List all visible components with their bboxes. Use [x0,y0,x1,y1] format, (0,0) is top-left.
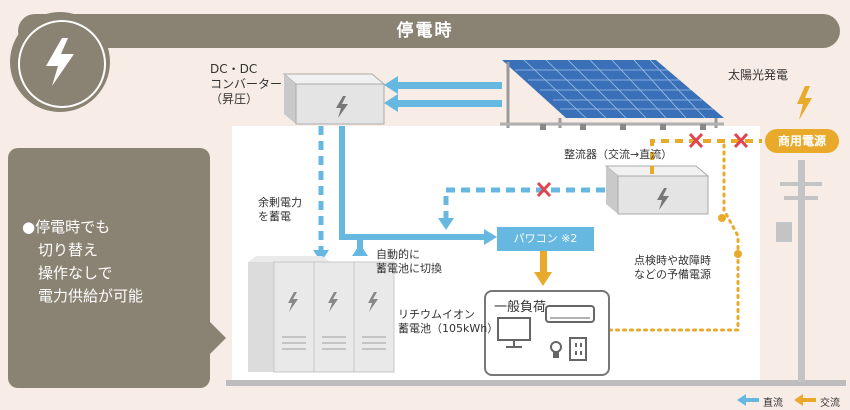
message-line: 操作なしで [38,264,113,282]
dcdc-label: DC・DC コンバーター （昇圧） [210,62,282,107]
solar-label: 太陽光発電 [728,68,789,82]
legend-ac-label: 交流 [820,398,840,409]
battery-label-line: 蓄電池（105kWh） [398,322,499,335]
auto-switch-label-line: 自動的に [376,248,420,261]
backup-label-line: 点検時や故障時 [634,254,711,267]
message-box [8,148,210,388]
load-appliances [497,305,595,361]
grid-power-badge: 商用電源 [765,129,839,153]
battery-label-line: リチウムイオン [398,308,475,321]
solar-to-converter-arrows [384,76,502,112]
ground-line [226,380,846,386]
dcdc-label-line: （昇圧） [210,92,259,106]
auto-switch-label: 自動的に 蓄電池に切換 [376,248,442,276]
load-box [484,290,610,376]
dcdc-label-line: コンバーター [210,77,283,91]
surplus-label-line: 余剰電力 [258,196,302,209]
battery-units [248,256,395,373]
message-line: ●停電時でも [22,218,111,236]
dcdc-label-line: DC・DC [210,62,258,76]
utility-pole [776,160,822,382]
surplus-label: 余剰電力 を蓄電 [258,196,302,224]
surplus-label-line: を蓄電 [258,210,291,223]
header-bar [18,14,840,48]
load-label: 一般負荷 [494,300,547,315]
dcdc-converter [282,73,386,125]
auto-switch-label-line: 蓄電池に切換 [376,262,442,275]
legend-dc-arrow [737,394,759,406]
page-title: 停電時 [396,21,454,41]
blocked-mark [536,181,552,198]
lightning-icon [46,38,74,86]
rectifier [604,165,710,215]
outage-badge-ring [18,20,106,108]
legend-dc-label: 直流 [763,398,783,409]
pcs-box: パワコン ※2 [497,227,594,251]
message-line: 電力供給が可能 [38,287,144,305]
message-line: 切り替え [38,241,99,259]
solar-panel [500,59,724,130]
rectifier-label: 整流器（交流→直流） [564,148,673,161]
backup-label: 点検時や故障時 などの予備電源 [634,254,711,282]
message-text: ●停電時でも 切り替え 操作なしで 電力供給が可能 [22,216,207,308]
backup-label-line: などの予備電源 [634,268,711,281]
message-pointer [206,318,226,358]
legend-ac-arrow [794,394,816,406]
blocked-mark [688,132,749,149]
grid-lightning-icon [797,86,812,120]
battery-label: リチウムイオン 蓄電池（105kWh） [398,308,498,336]
